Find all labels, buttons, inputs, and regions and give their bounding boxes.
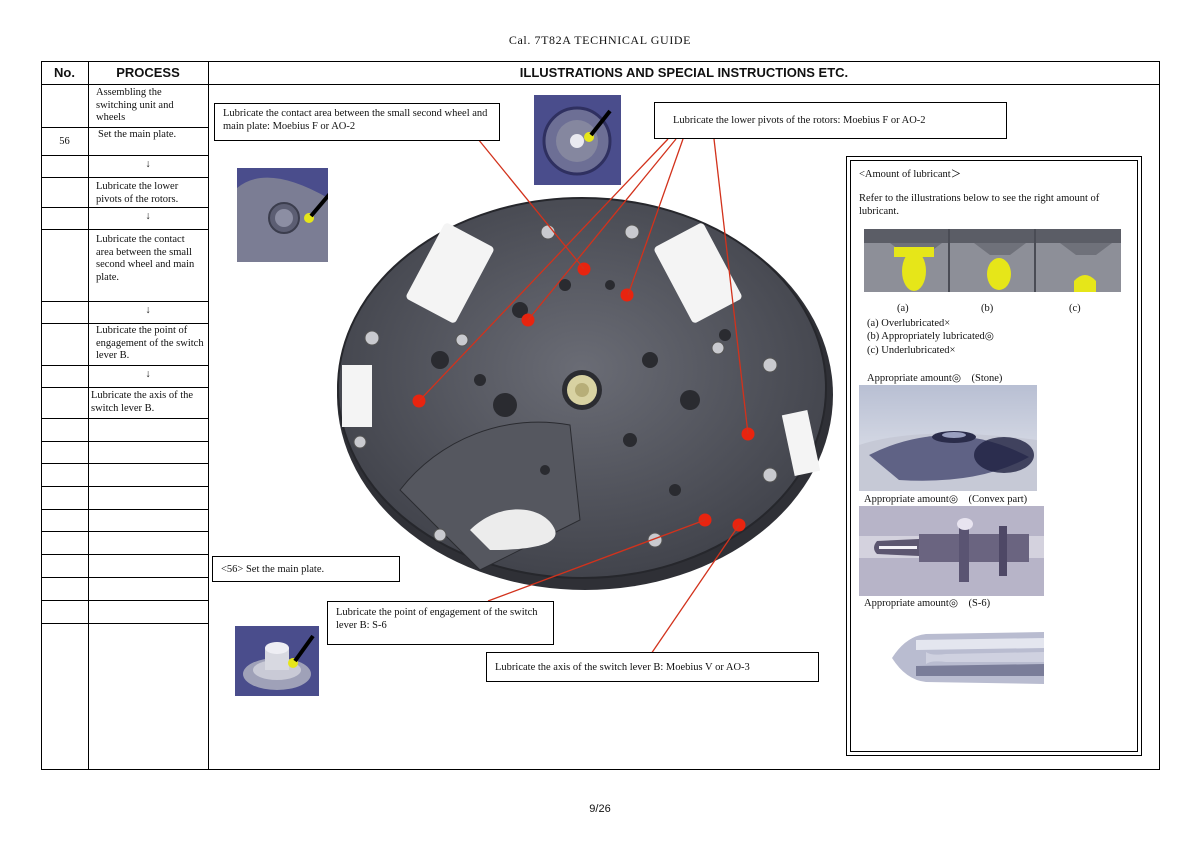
diagram-label-c: (c) [1069, 303, 1081, 314]
column-divider [208, 61, 209, 770]
header-process: PROCESS [116, 65, 180, 80]
legend-overlubricated: (a) Overlubricated× [867, 318, 951, 329]
callout-engagement-point: Lubricate the point of engagement of the… [327, 601, 554, 645]
header-no: No. [54, 65, 75, 80]
page-number: 9/26 [589, 803, 611, 815]
header-illustrations: ILLUSTRATIONS AND SPECIAL INSTRUCTIONS E… [519, 65, 849, 80]
header-divider [41, 84, 1160, 85]
lubricant-heading: <Amount of lubricant＞ [859, 169, 962, 180]
flow-arrow: ↓ [145, 211, 151, 222]
diagram-label-b: (b) [981, 303, 994, 314]
lubricant-amount-diagram [864, 229, 1121, 292]
inset-wheel-closeup [534, 95, 621, 185]
inset-switch-lever-closeup [235, 626, 319, 696]
legend-appropriately-lubricated: (b) Appropriately lubricated◎ [867, 331, 994, 342]
flow-arrow: ↓ [145, 305, 151, 316]
lubricant-panel [850, 160, 1138, 752]
photo-convex-part [859, 506, 1044, 596]
caption-convex-part: Appropriate amount◎ (Convex part) [864, 494, 1028, 505]
caption-s6: Appropriate amount◎ (S-6) [864, 598, 991, 609]
process-step-text: Lubricate the point of engagement of the… [96, 325, 204, 361]
lubricant-panel-border [846, 156, 1142, 756]
process-step-text: Set the main plate. [98, 129, 177, 140]
legend-underlubricated: (c) Underlubricated× [867, 345, 956, 356]
callout-small-second-wheel: Lubricate the contact area between the s… [214, 103, 500, 141]
callout-step-label: <56> Set the main plate. [212, 556, 400, 582]
callout-lever-axis: Lubricate the axis of the switch lever B… [486, 652, 819, 682]
column-divider [88, 61, 89, 770]
flow-arrow: ↓ [145, 369, 151, 380]
main-plate-illustration [337, 197, 833, 590]
diagram-label-a: (a) [897, 303, 909, 314]
process-step-text: Assembling the switching unit and wheels [96, 87, 174, 123]
process-step-text: Lubricate the lower pivots of the rotors… [96, 181, 179, 205]
document-title: Cal. 7T82A TECHNICAL GUIDE [508, 33, 692, 47]
lubricant-intro: Refer to the illustrations below to see … [859, 193, 1100, 217]
process-step-text: Lubricate the axis of the switch lever B… [91, 390, 194, 414]
process-step-text: Lubricate the contact area between the s… [96, 234, 195, 283]
step-number: 56 [59, 136, 70, 147]
callout-rotor-pivots: Lubricate the lower pivots of the rotors… [654, 102, 1007, 139]
process-table-frame [41, 61, 1160, 770]
inset-pivot-closeup [237, 168, 328, 262]
caption-stone: Appropriate amount◎ (Stone) [867, 373, 1003, 384]
photo-s6 [886, 626, 1044, 690]
photo-stone [859, 385, 1037, 491]
flow-arrow: ↓ [145, 159, 151, 170]
